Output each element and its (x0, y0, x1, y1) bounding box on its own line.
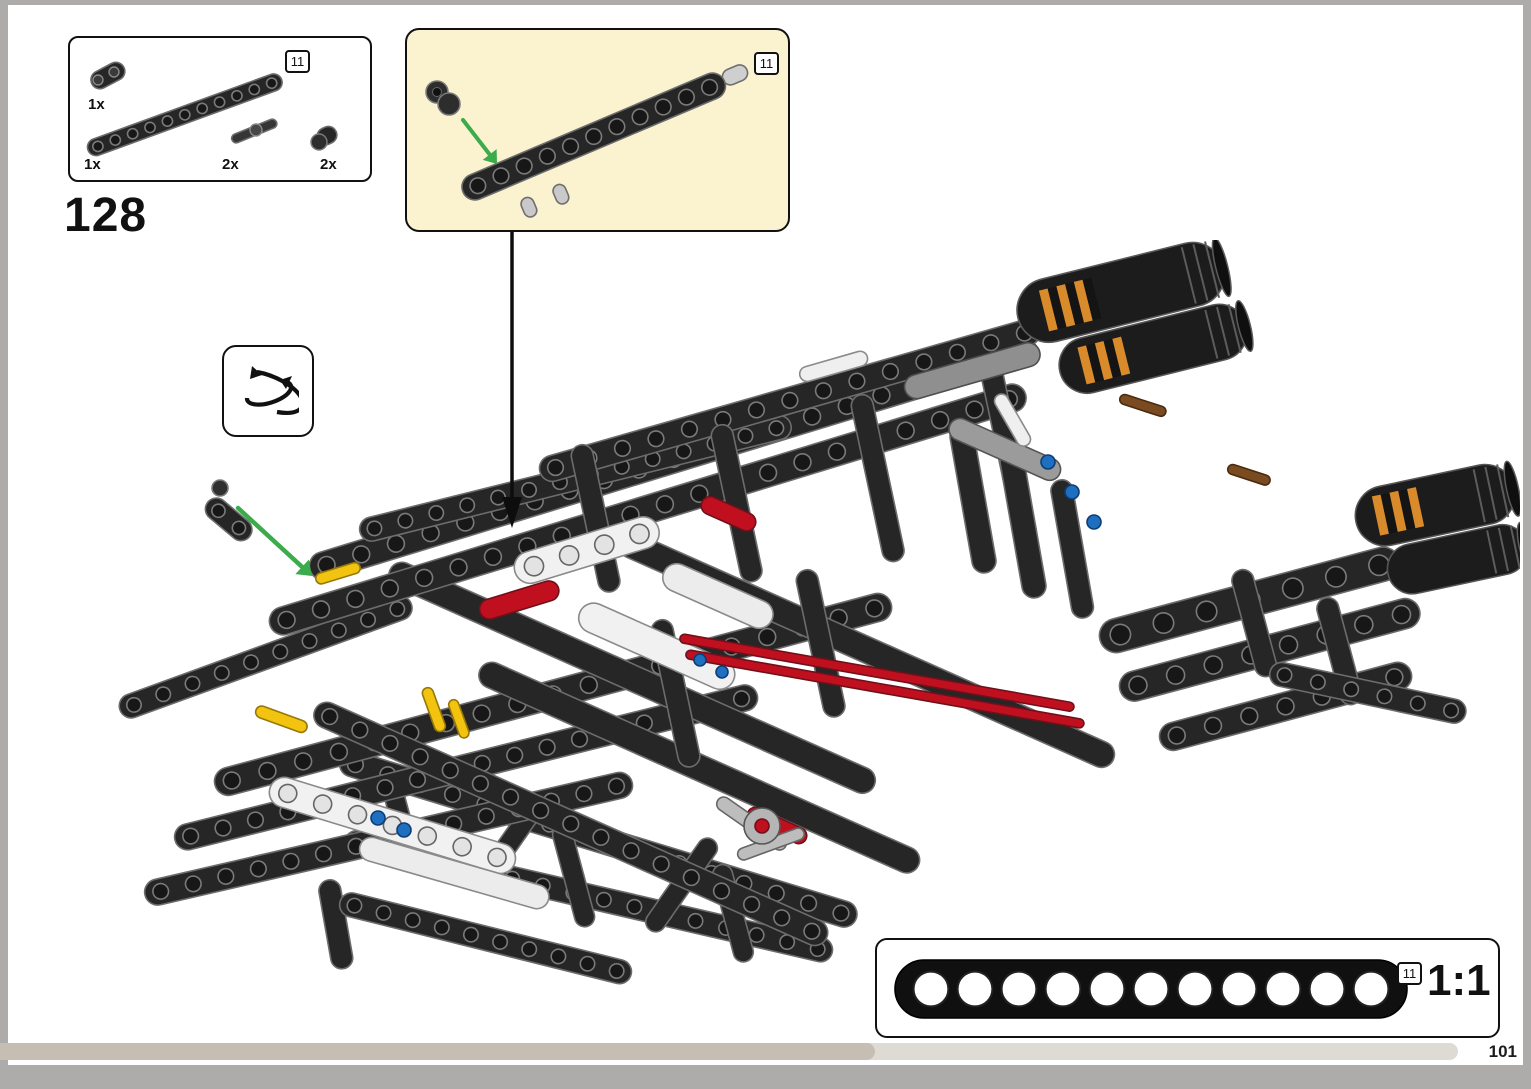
illustration-part (903, 341, 1041, 400)
illustration-part (1268, 661, 1467, 724)
illustration-part (685, 649, 1085, 729)
illustration-part (1040, 454, 1056, 470)
illustration-part (552, 183, 570, 205)
illustration-part (421, 686, 447, 733)
illustration-part (310, 133, 328, 151)
illustration-part (1371, 487, 1425, 536)
illustration-part (108, 66, 120, 78)
illustration-part (993, 393, 1032, 447)
scale-beam-11m (894, 959, 1408, 1019)
illustration-part (249, 123, 263, 137)
illustration-part (478, 580, 560, 620)
step-number: 128 (64, 189, 148, 242)
illustration-part (520, 196, 538, 218)
callout-illustration (425, 64, 749, 218)
part-count-bushing: 2x (320, 156, 337, 173)
illustration-part (693, 653, 707, 667)
part-count-pin-3l: 2x (222, 156, 239, 173)
illustration-part (447, 698, 470, 739)
scale-beam-illustration (894, 959, 1408, 1019)
illustration-part (1050, 479, 1095, 619)
illustration-part (1064, 484, 1080, 500)
illustration-part (318, 879, 354, 970)
illustration-part (478, 661, 921, 874)
illustration-part (211, 479, 229, 497)
illustration-part (268, 776, 517, 875)
illustration-part (1038, 277, 1102, 332)
illustration-part (118, 595, 413, 719)
part-beam-11m (86, 73, 283, 157)
illustration-part (1226, 463, 1271, 486)
page-number: 101 (1488, 1042, 1517, 1061)
assembly-detail-callout: 11 (405, 28, 790, 232)
illustration-part (661, 562, 774, 630)
part-count-pin-connector: 1x (88, 96, 105, 113)
illustration-part (1086, 514, 1102, 530)
illustration-part (92, 74, 104, 86)
illustration-part (798, 350, 869, 383)
illustration-part (513, 516, 660, 585)
callout-pointer-arrow (502, 232, 522, 528)
illustration-part (754, 818, 770, 834)
callout-beam-11m (461, 72, 727, 201)
illustration-part (437, 92, 461, 116)
illustration-part (358, 836, 550, 910)
progress-bar (0, 1043, 1458, 1060)
illustration-part (388, 561, 877, 795)
scale-1to1-box: 11 1:1 (875, 938, 1500, 1038)
illustration-part (577, 602, 736, 691)
beam-length-badge: 11 (754, 52, 779, 75)
scale-label: 1:1 (1427, 956, 1491, 1005)
illustration-part (850, 393, 905, 563)
beam-length-badge: 11 (285, 50, 310, 73)
rotate-model-box (222, 345, 314, 437)
illustration-part (1386, 521, 1520, 595)
model-red-axles (679, 633, 1075, 712)
illustration-part (700, 495, 757, 532)
illustration-part (948, 417, 1062, 482)
illustration-part (254, 705, 308, 734)
insert-direction-arrow (235, 505, 312, 576)
illustration-part (1077, 336, 1131, 385)
rotate-icon (244, 366, 299, 415)
illustration-part (1118, 393, 1167, 418)
progress-fill (0, 1043, 875, 1060)
illustration-part (313, 701, 829, 947)
insert-direction-arrow (461, 118, 497, 164)
parts-callout-box: 11 1x 1x 2x 2x (68, 36, 372, 182)
illustration-part (370, 810, 386, 826)
illustration-part (338, 892, 633, 985)
parts-box-illustration (86, 61, 338, 157)
part-pin-connector (90, 61, 126, 90)
model-anchor-connector (204, 497, 253, 542)
illustration-part (396, 822, 412, 838)
model-yellow-pin (314, 561, 362, 585)
model-main-rails (268, 383, 1027, 636)
model-illustration (118, 240, 1520, 985)
illustration-part (432, 87, 442, 97)
illustration-part (715, 665, 729, 679)
beam-length-badge: 11 (1397, 962, 1422, 985)
part-count-beam-11m: 1x (84, 156, 101, 173)
